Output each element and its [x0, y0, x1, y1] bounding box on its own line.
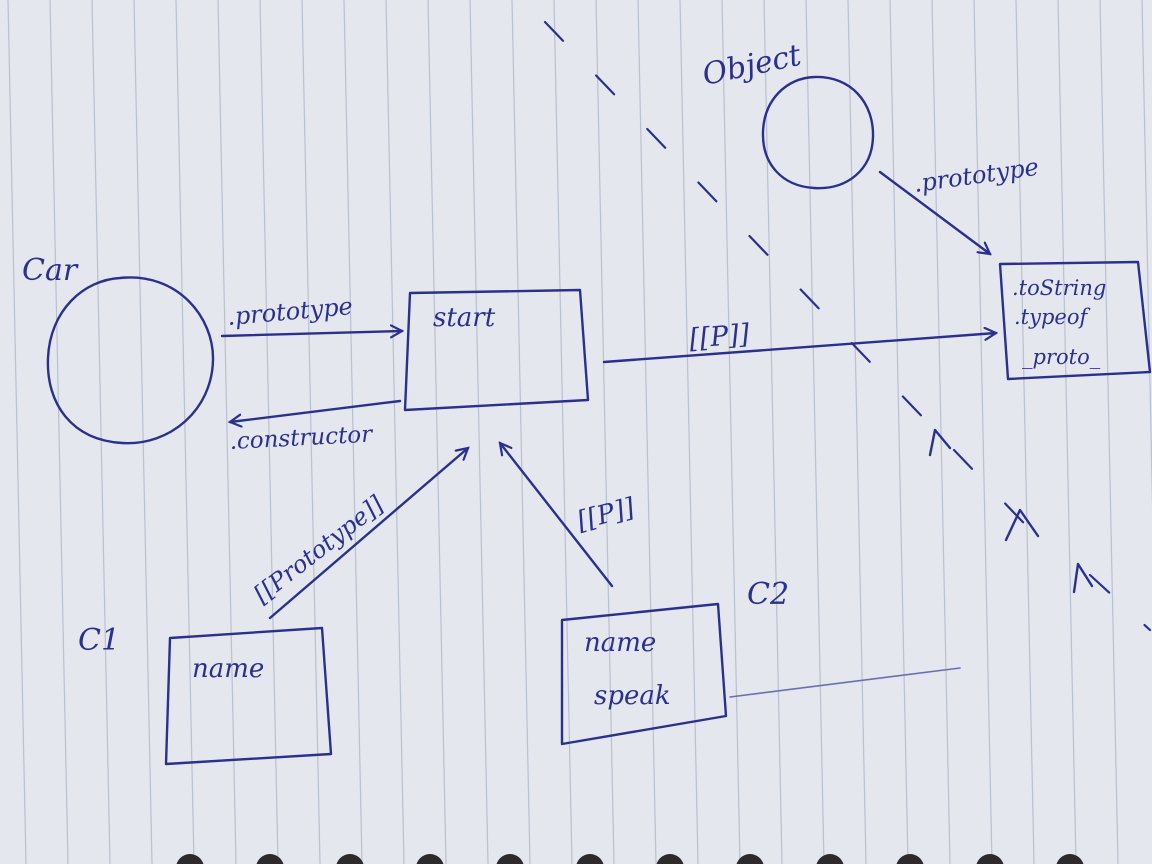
ruled-line [1057, 0, 1077, 864]
c2-box-line-2: speak [594, 681, 671, 711]
ruled-line [301, 0, 321, 864]
punch-hole [576, 854, 604, 864]
start-box-line: start [433, 303, 496, 333]
object-node: Object [699, 38, 875, 190]
ruled-line [175, 0, 195, 864]
ruled-line [343, 0, 363, 864]
punch-hole [976, 854, 1004, 864]
car-node: Car [22, 253, 215, 445]
object-prototype-line-1: .toString [1012, 276, 1106, 300]
ruled-line [973, 0, 993, 864]
ruled-line [91, 0, 111, 864]
ruled-line [1141, 0, 1152, 509]
ruled-line [595, 0, 615, 864]
punch-hole [816, 854, 844, 864]
car-circle [46, 276, 215, 445]
ruled-line [805, 0, 825, 864]
object-prototype-line-3: _proto_ [1022, 345, 1101, 369]
ruled-line [637, 0, 657, 864]
punch-hole [896, 854, 924, 864]
punch-hole [656, 854, 684, 864]
ruled-line [679, 0, 699, 864]
c1-box-line: name [192, 654, 264, 684]
ruled-line [931, 0, 951, 864]
ruled-line [847, 0, 867, 864]
c1-label: C1 [78, 623, 120, 658]
ruled-line [49, 0, 69, 864]
c2-label: C2 [747, 577, 789, 612]
edge-start-to-object-prototype-label: [[P]] [688, 319, 751, 355]
edge-c1-prototype: [[Prototype]] [248, 448, 468, 620]
edge-car-prototype-label: .prototype [226, 292, 354, 331]
punch-hole [416, 854, 444, 864]
edge-constructor-label: .constructor [229, 421, 375, 455]
edge-car-prototype: .prototype [220, 292, 402, 336]
punch-hole [496, 854, 524, 864]
edge-start-to-object-prototype: [[P]] [602, 319, 996, 364]
object-prototype-box: .toString .typeof _proto_ [998, 260, 1152, 381]
ruled-line [469, 0, 489, 864]
edge-object-prototype-label: .prototype [912, 153, 1040, 198]
punch-hole [736, 854, 764, 864]
ruled-line [721, 0, 741, 864]
edge-c1-prototype-label: [[Prototype]] [248, 490, 389, 609]
edge-object-prototype: .prototype [878, 153, 1040, 254]
dashed-separator [543, 20, 1152, 632]
edge-c2-prototype-label: [[P]] [574, 493, 639, 537]
ruled-line [427, 0, 447, 864]
ruled-line [553, 0, 573, 864]
ruled-line [511, 0, 531, 864]
ruled-line [7, 0, 27, 864]
ruled-line [133, 0, 153, 864]
ruled-line [217, 0, 237, 864]
c2-box-line-1: name [584, 628, 656, 658]
punch-hole [176, 854, 204, 864]
ruled-line [1015, 0, 1035, 864]
punch-hole [336, 854, 364, 864]
start-box: start [403, 288, 590, 412]
ruled-line [889, 0, 909, 864]
punch-hole [256, 854, 284, 864]
ruled-line [259, 0, 279, 864]
car-label: Car [22, 253, 79, 288]
ruled-line [763, 0, 783, 864]
edge-constructor: .constructor [229, 399, 402, 455]
ruled-line [385, 0, 405, 864]
edge-c2-prototype: [[P]] [500, 443, 639, 588]
ruled-line [1099, 0, 1119, 864]
punch-hole [1056, 854, 1084, 864]
object-prototype-line-2: .typeof [1014, 305, 1090, 329]
c2-box: name speak C2 [560, 577, 961, 746]
object-circle [761, 75, 875, 190]
c1-box: name C1 [78, 623, 333, 766]
